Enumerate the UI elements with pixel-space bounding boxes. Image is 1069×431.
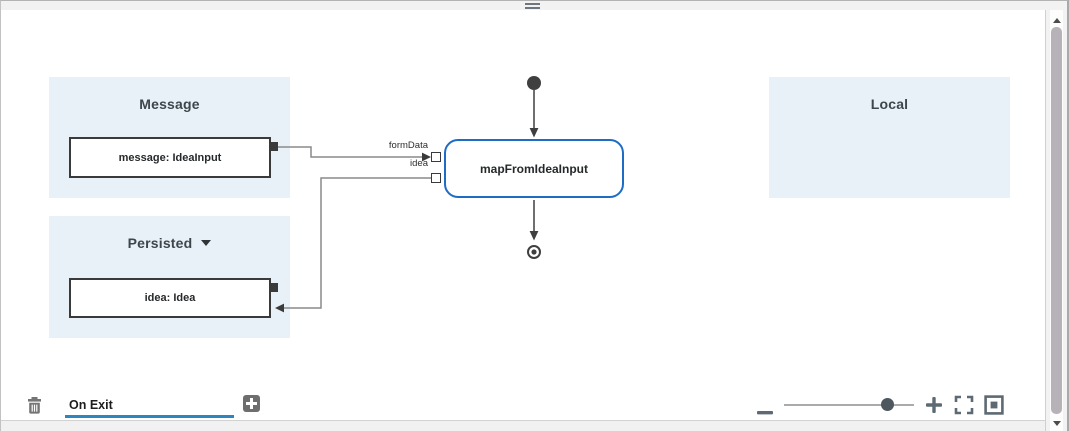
wire-map-to-idea[interactable] <box>284 177 431 309</box>
minus-icon <box>757 411 773 415</box>
overview-icon <box>984 395 1004 415</box>
zoom-in-button[interactable] <box>926 397 942 416</box>
overview-button[interactable] <box>984 395 1004 418</box>
vertical-scrollbar-track[interactable] <box>1050 10 1063 431</box>
arrow-up-icon[interactable] <box>1053 18 1061 23</box>
panel-local: Local <box>769 77 1010 198</box>
vertical-scrollbar-thumb[interactable] <box>1051 27 1062 414</box>
end-arrowhead-icon <box>529 231 539 241</box>
add-button[interactable] <box>243 395 260 412</box>
port-idea-out[interactable] <box>269 283 278 292</box>
port-formdata-in[interactable] <box>431 152 441 162</box>
node-idea-label: idea: Idea <box>144 292 196 304</box>
node-mapfromideainput-label: mapFromIdeaInput <box>479 161 588 176</box>
node-message-label: message: IdeaInput <box>118 151 222 164</box>
port-message-out[interactable] <box>269 142 278 151</box>
caret-down-icon[interactable] <box>201 240 212 246</box>
arrow-down-icon[interactable] <box>1053 421 1061 426</box>
plus-icon <box>926 397 942 413</box>
panel-message-title: Message <box>49 77 290 112</box>
transition-name-input[interactable] <box>65 396 234 418</box>
vertical-scrollbar <box>1045 10 1067 431</box>
fullscreen-button[interactable] <box>954 395 974 418</box>
panel-persisted-title-text: Persisted <box>127 235 193 251</box>
node-mapfromideainput[interactable]: mapFromIdeaInput <box>444 139 624 198</box>
delete-button[interactable] <box>25 396 44 415</box>
panel-local-title: Local <box>769 77 1010 112</box>
trash-icon <box>28 397 41 414</box>
horizontal-scroll-strip <box>1 420 1046 431</box>
panel-persisted-title: Persisted <box>49 216 290 251</box>
panel-persisted: Persisted <box>49 216 290 338</box>
end-state-dot-icon <box>531 249 537 255</box>
start-arrowhead-icon <box>529 128 539 138</box>
wire-message-to-formdata[interactable] <box>278 146 422 158</box>
zoom-out-button[interactable] <box>757 403 773 418</box>
port-label-idea: idea <box>410 158 428 169</box>
zoom-slider-track[interactable] <box>784 404 914 406</box>
zoom-toolbar <box>751 391 1011 419</box>
start-state-icon[interactable] <box>527 76 541 90</box>
end-state-icon[interactable] <box>527 245 541 259</box>
plus-icon <box>246 398 257 409</box>
node-idea[interactable]: idea: Idea <box>69 278 271 318</box>
drag-handle-icon[interactable] <box>525 3 540 9</box>
port-idea-in[interactable] <box>431 173 441 183</box>
top-resize-strip <box>1 1 1067 10</box>
zoom-slider-thumb[interactable] <box>881 398 894 411</box>
fullscreen-icon <box>954 395 974 415</box>
panel-local-title-text: Local <box>870 96 909 112</box>
panel-message-title-text: Message <box>139 96 200 112</box>
port-label-formdata: formData <box>388 140 428 151</box>
node-message-ideainput[interactable]: message: IdeaInput <box>69 137 271 178</box>
